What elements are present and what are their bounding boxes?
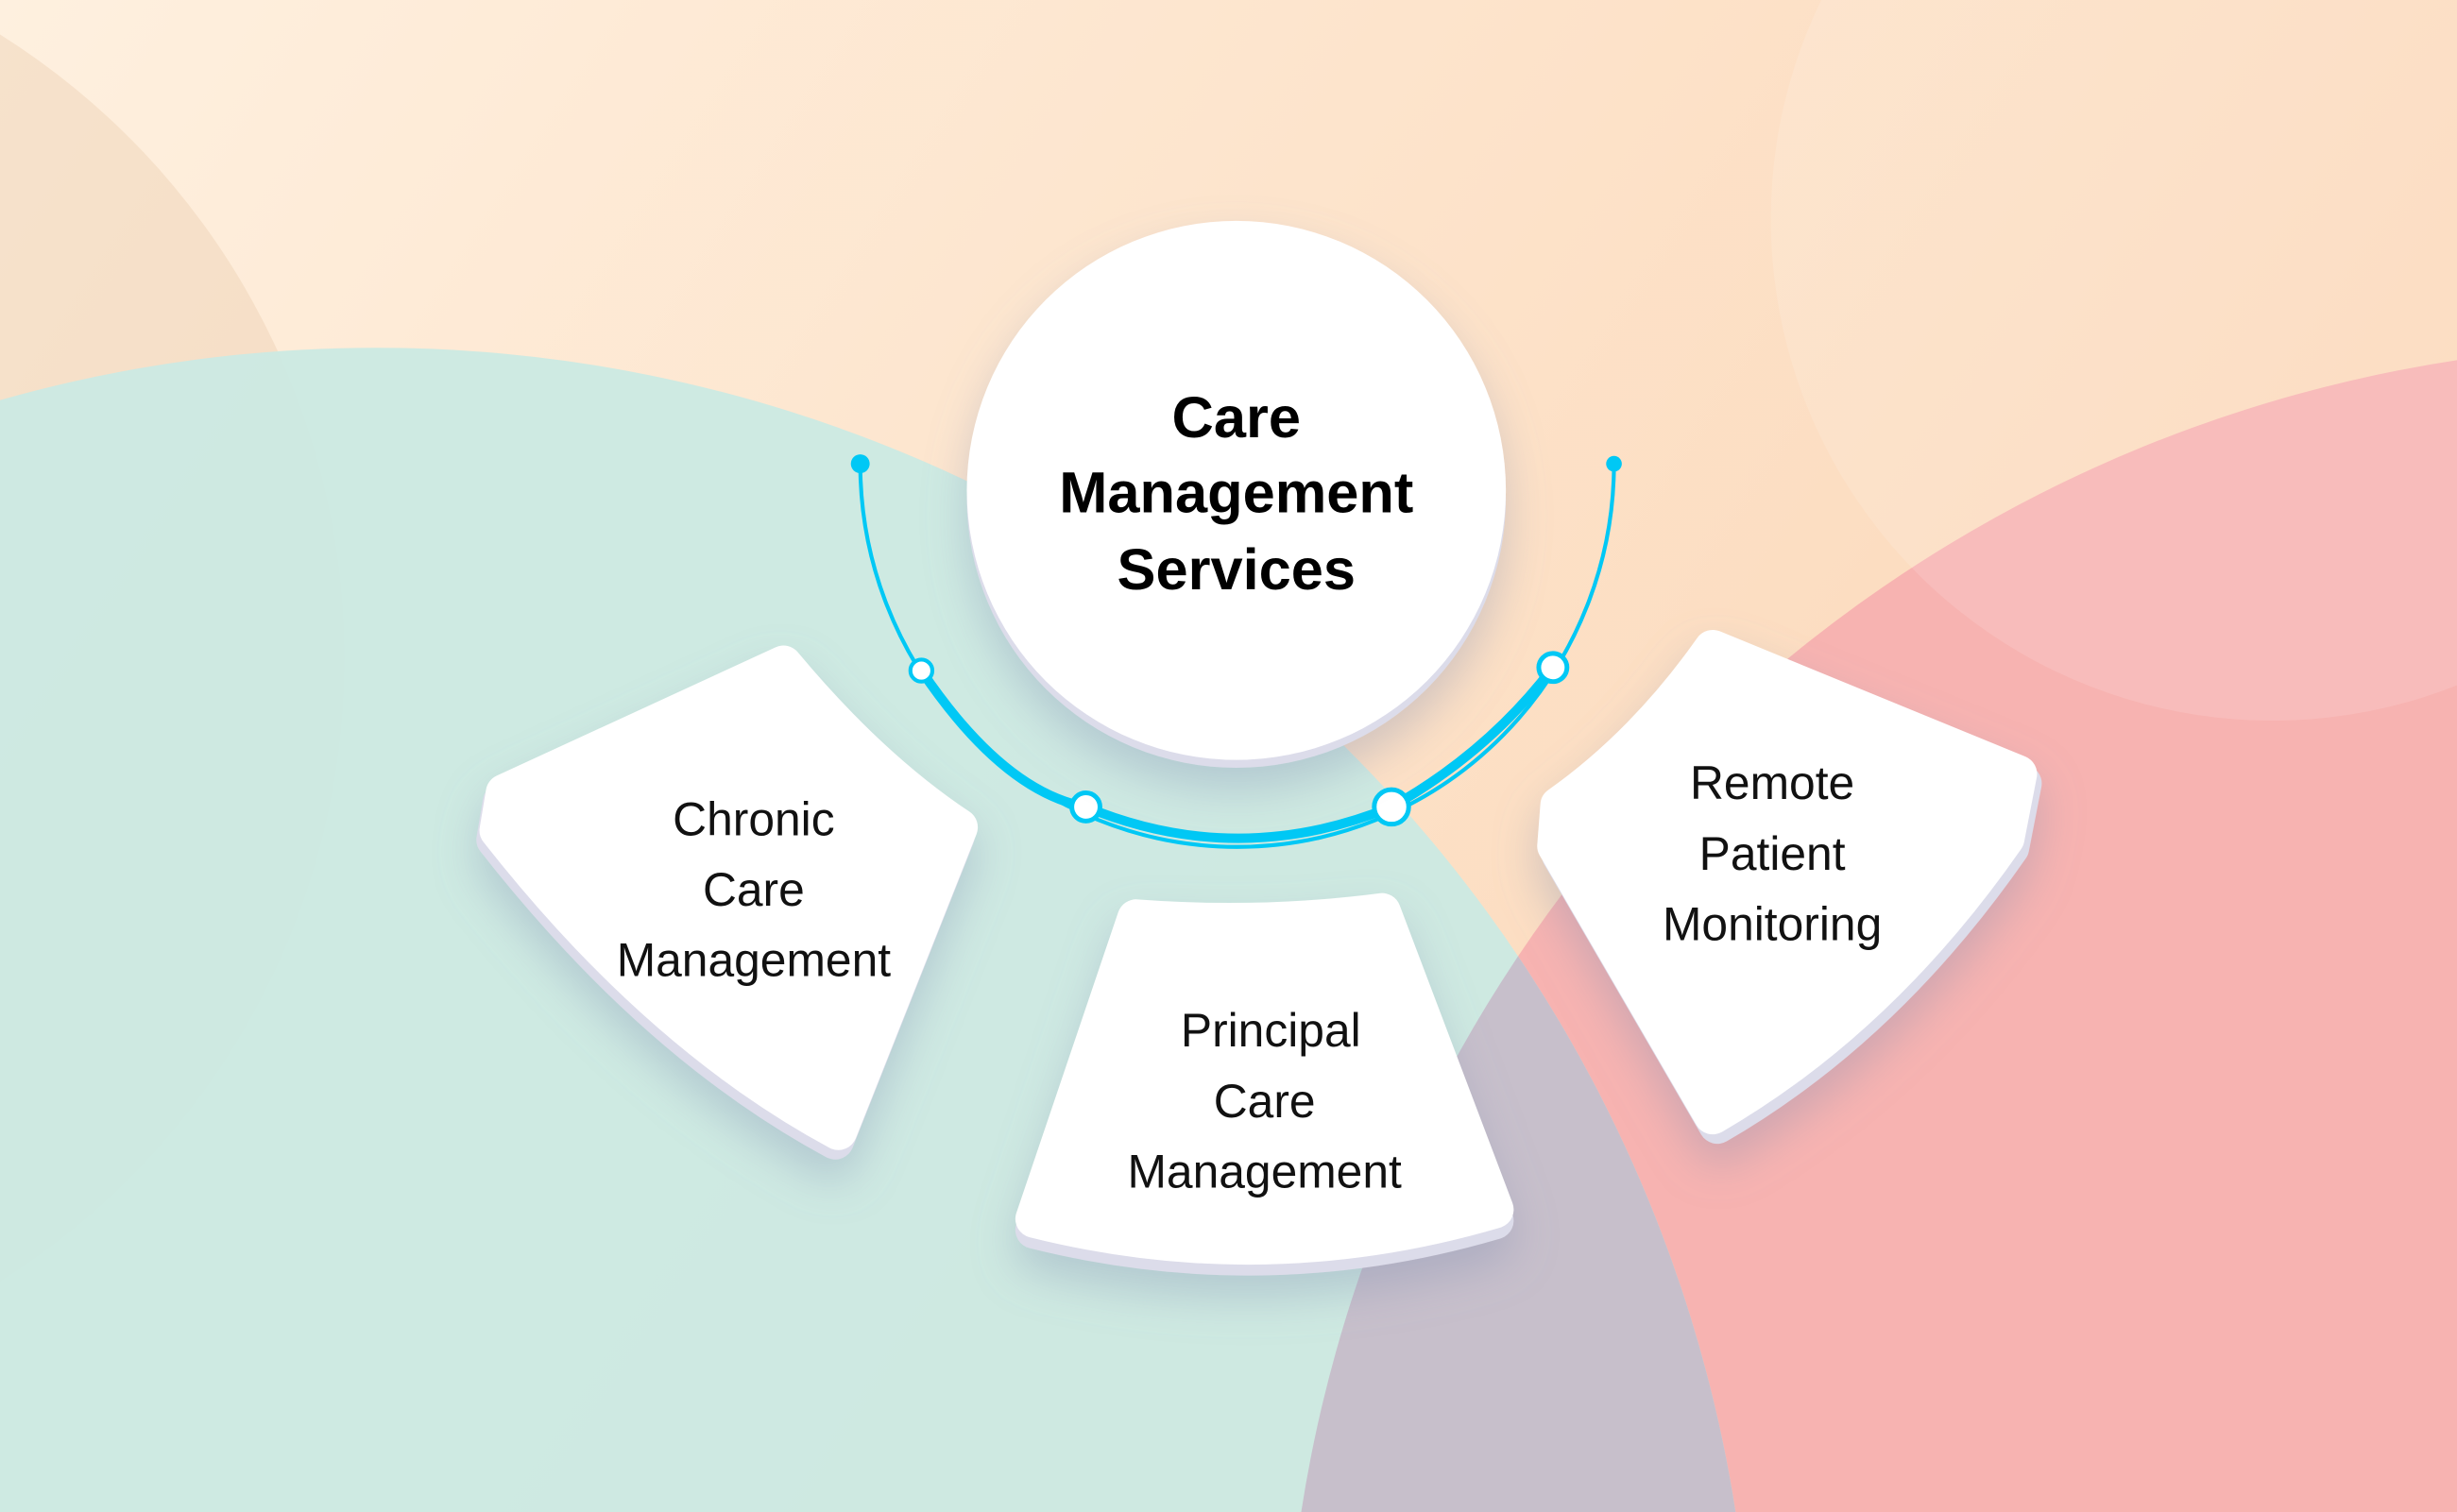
center-node [966, 220, 1507, 768]
chronic-care-line2: Care [703, 863, 805, 916]
arc-node [1069, 790, 1102, 824]
bg-topright-blob [1770, 0, 2457, 722]
chronic-care-card [476, 645, 979, 1160]
arc-end-dot-left [850, 454, 870, 474]
bg-overlap [1301, 360, 1736, 1512]
remote-monitoring-line2: Patient [1699, 827, 1846, 880]
arc-node [1536, 651, 1570, 685]
chronic-care-line1: Chronic [673, 792, 834, 845]
center-title-line2: Management [1059, 461, 1413, 526]
arc-node [908, 657, 935, 684]
arc-end-dot-right [1606, 455, 1622, 472]
remote-monitoring-card [1537, 629, 2042, 1145]
principal-care-line3: Management [1127, 1146, 1402, 1198]
remote-monitoring-line1: Remote [1690, 756, 1854, 809]
principal-care-card [1015, 892, 1514, 1276]
center-title-line1: Care [1172, 385, 1301, 450]
principal-care-line2: Care [1214, 1075, 1316, 1128]
remote-monitoring-line3: Monitoring [1663, 897, 1882, 950]
connector-arc [858, 464, 1616, 849]
connector-arc-thick [916, 662, 1558, 843]
principal-care-line1: Principal [1181, 1004, 1361, 1057]
center-title-line3: Services [1118, 537, 1356, 603]
chronic-care-line3: Management [617, 934, 892, 987]
arc-node [1372, 787, 1411, 827]
